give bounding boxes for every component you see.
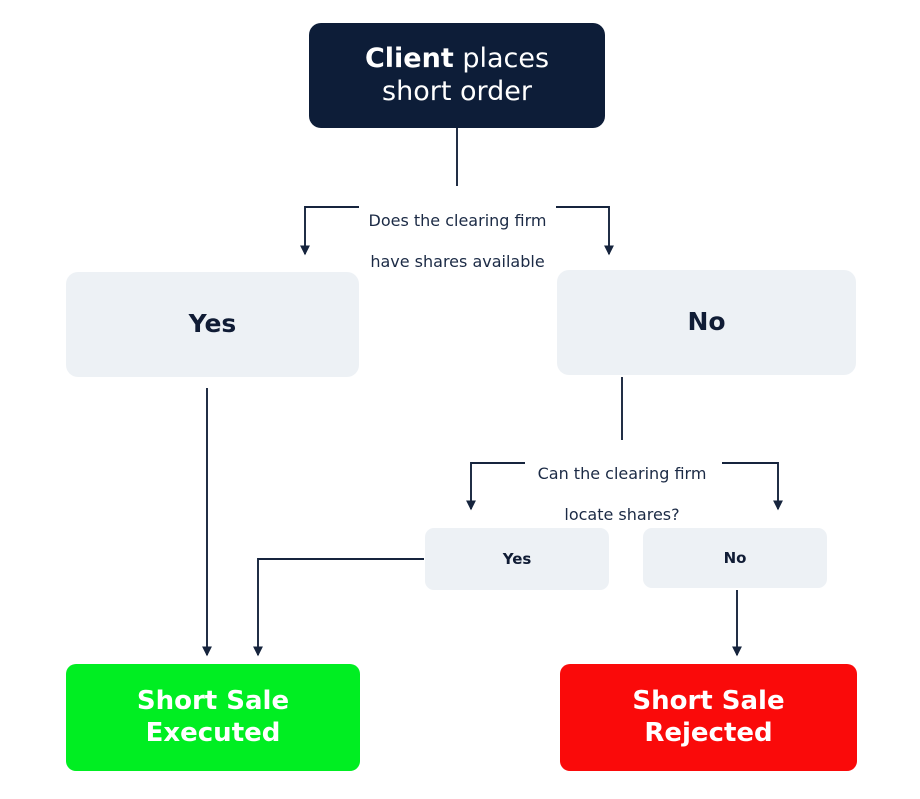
decision-label-1-line2: have shares available <box>370 252 545 272</box>
node-short-sale-executed[interactable]: Short Sale Executed <box>66 664 360 771</box>
decision-label-shares-available: Does the clearing firm have shares avail… <box>345 190 570 294</box>
node-tier2-no[interactable]: No <box>643 528 827 588</box>
node-tier1-yes[interactable]: Yes <box>66 272 359 377</box>
node-executed-line2: Executed <box>145 717 281 748</box>
node-tier1-yes-label: Yes <box>188 309 237 339</box>
decision-label-1-line1: Does the clearing firm <box>368 210 547 230</box>
node-tier2-yes-label: Yes <box>502 549 532 568</box>
node-rejected-label: Short Sale Rejected <box>632 686 784 749</box>
decision-label-2-line2: locate shares? <box>564 505 680 525</box>
edge-tier2yes-to-executed <box>253 558 424 657</box>
node-client-places-short-order[interactable]: Client places short order <box>309 23 605 128</box>
node-executed-label: Short Sale Executed <box>137 686 289 749</box>
node-start-label: Client places short order <box>365 43 549 109</box>
node-rejected-line2: Rejected <box>644 717 773 748</box>
node-tier1-no[interactable]: No <box>557 270 856 375</box>
node-tier2-no-label: No <box>723 548 747 567</box>
decision-label-2-line1: Can the clearing firm <box>537 463 707 483</box>
node-tier2-yes[interactable]: Yes <box>425 528 609 590</box>
node-start-label-strong: Client <box>364 42 454 74</box>
node-rejected-line1: Short Sale <box>632 685 785 716</box>
node-start-label-rest: places <box>453 42 550 74</box>
node-tier1-no-label: No <box>687 307 726 337</box>
node-start-label-line2: short order <box>382 75 532 107</box>
decision-label-locate-shares: Can the clearing firm locate shares? <box>512 443 732 547</box>
node-executed-line1: Short Sale <box>136 685 290 716</box>
node-short-sale-rejected[interactable]: Short Sale Rejected <box>560 664 857 771</box>
